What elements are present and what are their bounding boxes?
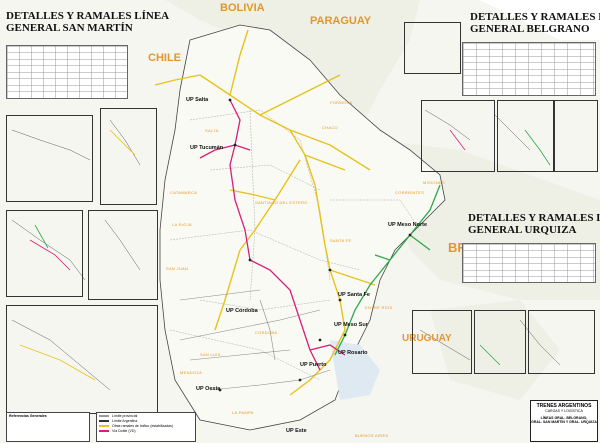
country-uruguay: URUGUAY (402, 333, 452, 344)
country-chile: CHILE (148, 52, 181, 64)
province-buenos-aires: BUENOS AIRES (355, 433, 389, 438)
belgrano-summary-table (462, 42, 596, 96)
legend-lines: Límite provincial Límite Argentina Otras… (96, 412, 196, 442)
legend-item: Vía Doble (VD) (97, 428, 195, 433)
inset-frame-1 (6, 115, 93, 202)
province-cordoba: CÓRDOBA (255, 330, 278, 335)
province-formosa: FORMOSA (330, 100, 353, 105)
province-salta: SALTA (205, 128, 219, 133)
unit-salta: UP Salta (186, 97, 209, 103)
unit-puerto: UP Puerto (300, 362, 327, 368)
inset-frame-3 (6, 210, 83, 297)
legend-item: Otras ramales de tráfico (estabilizadas) (97, 423, 195, 428)
title-block-sub: CARGAS Y LOGÍSTICA (545, 409, 583, 413)
province-chaco: CHACO (322, 125, 338, 130)
legend-label: Límite provincial (112, 413, 138, 418)
province-misiones: MISIONES (423, 180, 445, 185)
inset-frame-10 (412, 310, 472, 374)
uruguay-area (430, 300, 560, 400)
legend-label: Otras ramales de tráfico (estabilizadas) (112, 423, 173, 428)
unit-cordoba: UP Córdoba (226, 308, 258, 314)
province-corrientes: CORRIENTES (395, 190, 425, 195)
title-urquiza-line2: GENERAL URQUIZA (468, 224, 577, 236)
unit-este: UP Este (286, 428, 307, 434)
inset-frame-12 (528, 310, 595, 374)
province-santiago: SANTIAGO DEL ESTERO (255, 200, 308, 205)
country-paraguay: PARAGUAY (310, 15, 372, 27)
inset-frame-9 (554, 100, 598, 172)
province-san-luis: SAN LUIS (200, 352, 221, 357)
title-san-martin-line1: DETALLES Y RAMALES LÍNEA (6, 10, 170, 22)
inset-frame-6 (404, 22, 461, 74)
title-belgrano-line1: DETALLES Y RAMALES LÍNEA (470, 11, 600, 23)
title-block-line1: LÍNEAS GRAL. BELGRANO, (540, 416, 588, 420)
province-santa-fe: SANTA FE (330, 238, 352, 243)
title-san-martin: DETALLES Y RAMALES LÍNEA GENERAL SAN MAR… (6, 10, 169, 34)
title-block: TRENES ARGENTINOS CARGAS Y LOGÍSTICA LÍN… (530, 400, 598, 442)
unit-oeste: UP Oeste (196, 386, 221, 392)
inset-frame-4 (88, 210, 158, 300)
province-la-pampa: LA PAMPA (232, 410, 254, 415)
legend-item: Límite Argentina (97, 418, 195, 423)
legend-swatch (99, 419, 109, 422)
inset-frame-5 (6, 305, 158, 414)
san-martin-network (199, 99, 346, 371)
title-belgrano-line2: GENERAL BELGRANO (470, 23, 590, 35)
legend-swatch (99, 429, 109, 432)
title-block-line2: GRAL. SAN MARTÍN Y GRAL. URQUIZA (531, 420, 597, 424)
province-entre-rios: ENTRE RÍOS (365, 305, 393, 310)
title-belgrano: DETALLES Y RAMALES LÍNEA GENERAL BELGRAN… (470, 11, 600, 35)
map-corner-white (480, 0, 600, 40)
title-urquiza-line1: DETALLES Y RAMALES LÍNEA (468, 212, 600, 224)
unit-meso-norte: UP Meso Norte (388, 222, 428, 228)
country-bolivia: BOLIVIA (220, 2, 265, 14)
other-lines (179, 289, 331, 391)
unit-rosario: UP Rosario (338, 350, 368, 356)
rio-de-la-plata (330, 340, 380, 400)
station-dots (218, 98, 412, 392)
legend-swatch (99, 424, 109, 427)
unit-meso-sur: UP Meso Sur (334, 322, 368, 328)
province-san-juan: SAN JUAN (166, 266, 189, 271)
urquiza-summary-table (462, 243, 596, 283)
inset-frame-2 (100, 108, 157, 205)
legend-label: Vía Doble (VD) (112, 428, 136, 433)
unit-santa-fe: UP Santa Fe (338, 292, 370, 298)
title-block-org: TRENES ARGENTINOS (536, 403, 592, 409)
inset-frame-7 (421, 100, 495, 172)
inset-schematics (11, 109, 561, 391)
legend-box: Referencias Generales (6, 412, 90, 442)
urquiza-network (334, 184, 441, 356)
inset-frame-11 (474, 310, 526, 374)
legend-label: Límite Argentina (112, 418, 138, 423)
inset-yellow (19, 129, 136, 381)
province-mendoza: MENDOZA (180, 370, 203, 375)
legend-item: Límite provincial (97, 413, 195, 418)
province-la-rioja: LA RIOJA (172, 222, 192, 227)
title-urquiza: DETALLES Y RAMALES LÍNEA GENERAL URQUIZA (468, 212, 600, 236)
san-martin-summary-table (6, 45, 128, 99)
legend-title: Referencias Generales (9, 414, 47, 418)
province-catamarca: CATAMARCA (170, 190, 198, 195)
title-san-martin-line2: GENERAL SAN MARTÍN (6, 22, 133, 34)
belgrano-network (154, 29, 376, 396)
inset-frame-8 (497, 100, 554, 172)
unit-tucuman: UP Tucumán (190, 145, 224, 151)
inset-green (34, 129, 551, 366)
inset-magenta (29, 129, 466, 271)
argentina-outline (159, 24, 446, 431)
legend-swatch (99, 414, 109, 417)
